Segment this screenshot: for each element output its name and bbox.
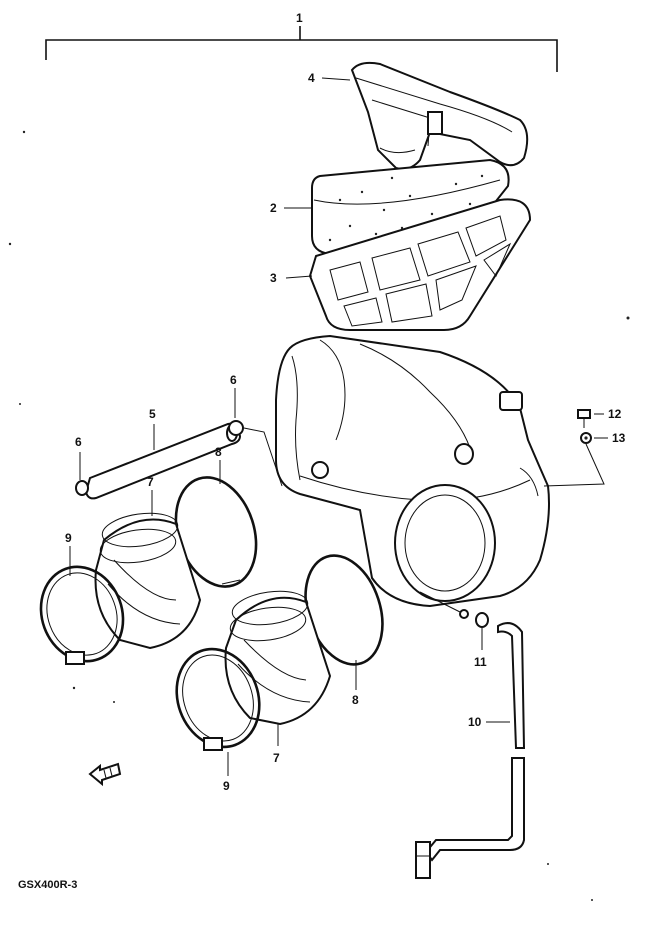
callout-9-bottom: 9 [223, 779, 230, 793]
front-direction-arrow-icon [88, 762, 122, 787]
callout-8-bottom: 8 [352, 693, 359, 707]
callout-12: 12 [608, 407, 622, 421]
part-10-drain-hose [415, 622, 526, 879]
callout-2: 2 [270, 201, 277, 215]
callout-10: 10 [468, 715, 482, 729]
assembly-bracket [45, 26, 558, 72]
part-9-hose-clamp-upper [39, 565, 125, 665]
part-5-breather-pipe [84, 422, 242, 500]
part-3-filter-cage [308, 198, 532, 331]
part-11-clip [475, 612, 489, 628]
callout-9-top: 9 [65, 531, 72, 545]
part-12-bolt [577, 409, 591, 428]
callout-11: 11 [474, 655, 487, 669]
callout-7-top: 7 [147, 475, 154, 489]
part-4-cover-duct [350, 61, 529, 170]
part-9-hose-clamp-lower [175, 647, 261, 751]
diagram-caption: GSX400R-3 [18, 879, 77, 891]
part-7-intake-boot-lower [224, 590, 332, 726]
scan-specks [8, 130, 630, 901]
part-6-clip-right [228, 420, 283, 487]
callout-1: 1 [296, 11, 303, 25]
part-13-washer [580, 432, 592, 444]
callout-5: 5 [149, 407, 156, 421]
callout-7-bottom: 7 [273, 751, 280, 765]
callout-8-top: 8 [215, 445, 222, 459]
callout-3: 3 [270, 271, 277, 285]
callout-4: 4 [308, 71, 315, 85]
callout-6-left: 6 [75, 435, 82, 449]
callout-6-top: 6 [230, 373, 237, 387]
part-air-cleaner-case [275, 334, 550, 619]
callout-13: 13 [612, 431, 626, 445]
part-7-intake-boot-upper [94, 512, 202, 650]
part-6-clip-left [75, 480, 89, 496]
fastener-leader [543, 443, 605, 487]
